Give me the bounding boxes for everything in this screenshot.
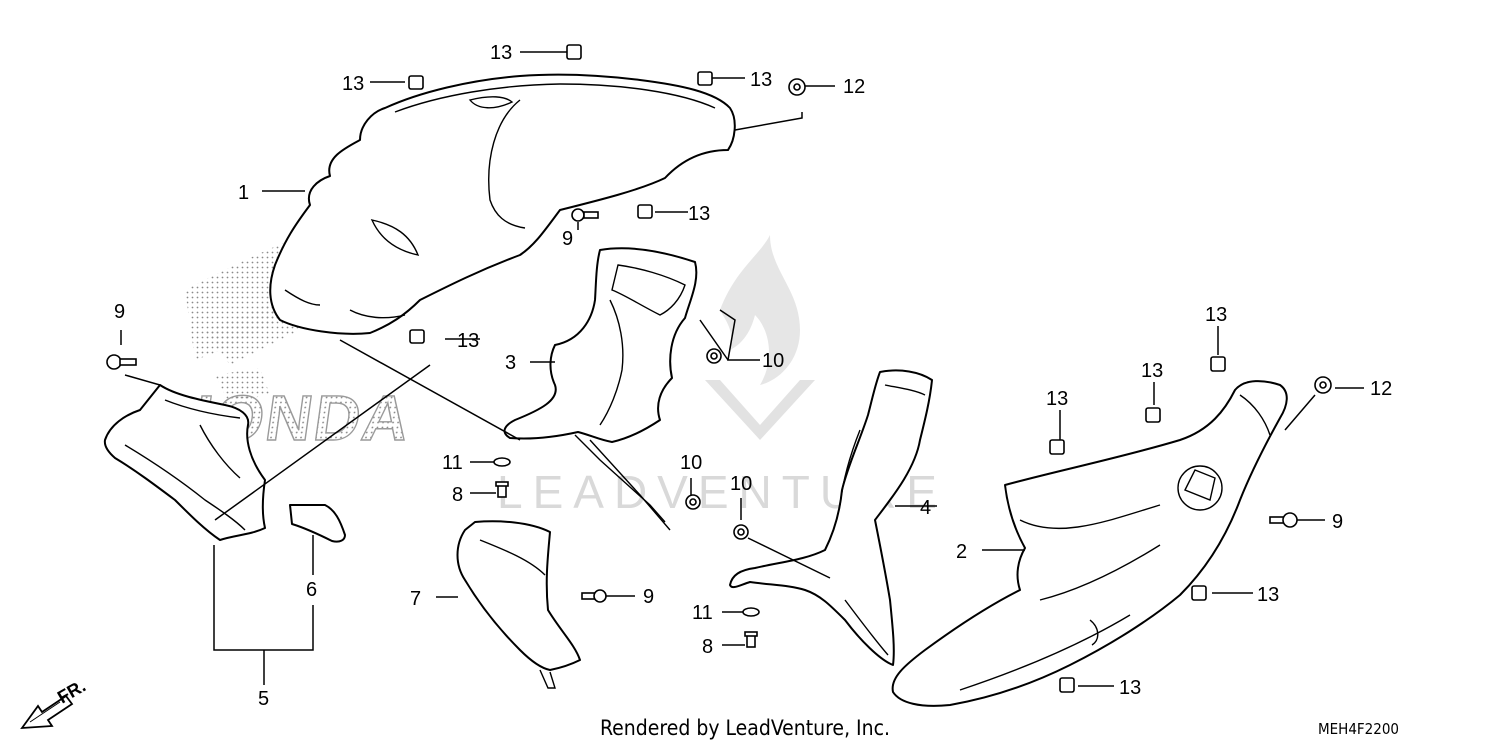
callout-10: 10 xyxy=(762,350,784,372)
part-7-lower-left-cover xyxy=(456,520,581,689)
clip-13-fastener xyxy=(697,71,713,86)
callout-11: 11 xyxy=(442,452,463,474)
front-direction-indicator: FR. xyxy=(20,676,89,730)
callout-1: 1 xyxy=(238,182,249,204)
callout-9: 9 xyxy=(643,586,654,608)
grommet-12-fastener xyxy=(788,78,806,96)
nut-10-fastener xyxy=(706,348,722,364)
callout-13: 13 xyxy=(342,73,364,95)
callout-10: 10 xyxy=(730,473,752,495)
nut-10-fastener xyxy=(685,494,701,510)
screw-9-fastener xyxy=(106,354,137,370)
front-arrow-icon xyxy=(20,694,74,730)
callout-13: 13 xyxy=(490,42,512,64)
clip-13-fastener xyxy=(1145,407,1161,423)
part-1-upper-cowl xyxy=(269,73,736,335)
fasteners xyxy=(106,44,1332,693)
part-5-left-inner-cover xyxy=(103,384,266,541)
callout-13: 13 xyxy=(1205,304,1227,326)
callout-13: 13 xyxy=(1257,584,1279,606)
callout-9: 9 xyxy=(114,301,125,323)
callout-13: 13 xyxy=(1046,388,1068,410)
part-2-right-lower-cowl xyxy=(891,380,1288,707)
callout-13: 13 xyxy=(1141,360,1163,382)
part-6-small-plate xyxy=(289,504,346,543)
clip-13-fastener xyxy=(1210,356,1226,372)
callout-labels: 1 2 3 4 5 6 7 8 8 9 9 9 9 10 10 10 11 11… xyxy=(114,42,1392,710)
screw-9-fastener xyxy=(571,208,599,222)
leader-lines xyxy=(120,51,1364,687)
screw-9-fastener xyxy=(1269,512,1298,528)
clip-13-fastener xyxy=(409,329,425,344)
screw-9-fastener xyxy=(581,589,607,603)
clip-13-fastener xyxy=(637,204,653,219)
washer-11-fastener xyxy=(493,457,511,467)
callout-13: 13 xyxy=(457,330,479,352)
callout-13: 13 xyxy=(688,203,710,225)
callout-3: 3 xyxy=(505,352,516,374)
callout-12: 12 xyxy=(843,76,865,98)
callout-13: 13 xyxy=(750,69,772,91)
callout-7: 7 xyxy=(410,588,421,610)
part-4-center-inner-cover xyxy=(729,369,933,666)
callout-6: 6 xyxy=(306,579,317,601)
callout-9: 9 xyxy=(562,228,573,250)
washer-11-fastener xyxy=(742,607,760,617)
clip-13-fastener xyxy=(1191,585,1207,601)
bolt-8-fastener xyxy=(495,481,509,498)
callout-2: 2 xyxy=(956,541,967,563)
clip-13-fastener xyxy=(1059,677,1075,693)
callout-13: 13 xyxy=(1119,677,1141,699)
nut-10-fastener xyxy=(733,524,749,540)
bolt-8-fastener xyxy=(744,631,758,648)
part-3-inner-panel xyxy=(503,247,698,531)
callout-9: 9 xyxy=(1332,511,1343,533)
callout-12: 12 xyxy=(1370,378,1392,400)
clip-13-fastener xyxy=(1049,439,1065,455)
callout-5: 5 xyxy=(258,688,269,710)
clip-13-fastener xyxy=(408,75,424,90)
callout-11: 11 xyxy=(692,602,713,624)
callout-8: 8 xyxy=(452,484,463,506)
diagram-code: MEH4F2200 xyxy=(1318,720,1400,738)
grommet-12-fastener xyxy=(1314,376,1332,394)
callout-4: 4 xyxy=(920,497,931,519)
callout-10: 10 xyxy=(680,452,702,474)
callout-8: 8 xyxy=(702,636,713,658)
clip-13-fastener xyxy=(566,44,582,60)
footer-credit: Rendered by LeadVenture, Inc. xyxy=(600,716,890,740)
